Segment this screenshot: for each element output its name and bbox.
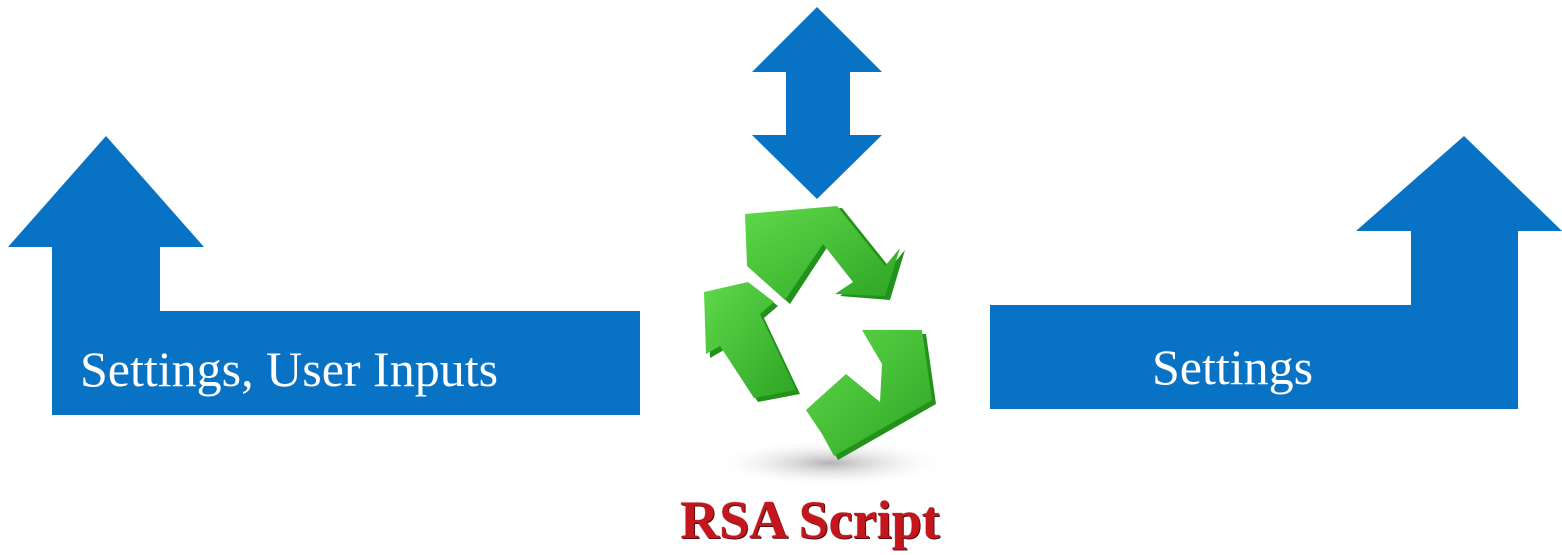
- right-arrow-shape: [990, 136, 1562, 409]
- recycle-segment-left: [704, 282, 800, 402]
- recycle-segment-top: [745, 206, 905, 304]
- left-arrow-shape: [8, 136, 640, 415]
- recycle-icon: [704, 206, 950, 487]
- recycle-caption: RSA Script: [680, 490, 940, 550]
- recycle-segment-right: [806, 330, 936, 460]
- recycle-shadow: [710, 439, 950, 487]
- right-arrow-label: Settings: [1152, 339, 1314, 395]
- left-arrow-label: Settings, User Inputs: [80, 341, 499, 397]
- center-arrow-shape: [752, 7, 882, 199]
